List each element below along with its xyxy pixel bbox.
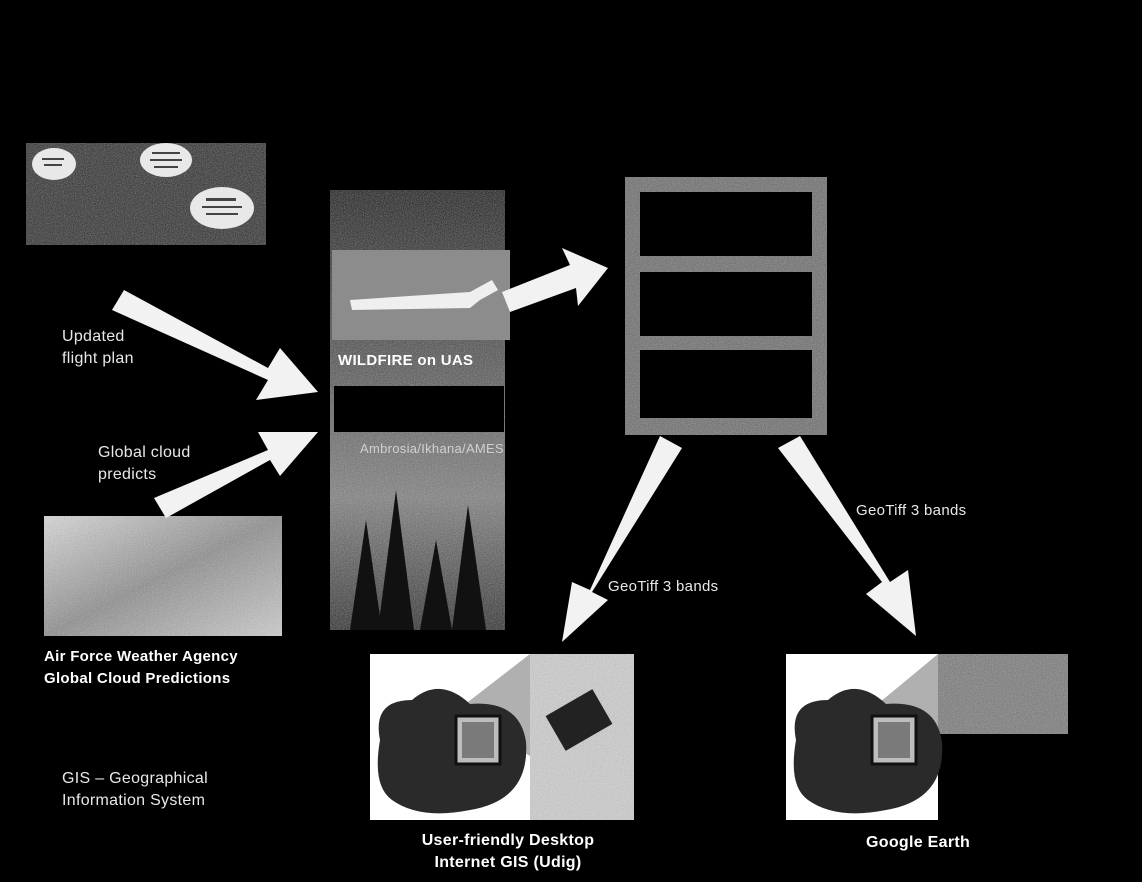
desktop-gis-label: User-friendly Desktop Internet GIS (Udig… xyxy=(421,832,595,871)
google-earth-label: Google Earth xyxy=(866,834,971,851)
gis-definition-label: GIS – Geographical Information System xyxy=(62,770,208,809)
geotiff-left-label: GeoTiff 3 bands xyxy=(608,578,719,595)
arrow-to-desktop-gis xyxy=(562,436,682,642)
server-slot xyxy=(640,192,812,256)
wildfire-photo xyxy=(330,190,510,630)
arrow-to-server xyxy=(502,248,608,312)
desktop-gis-panel xyxy=(370,654,634,820)
global-cloud-predicts-label: Global cloud predicts xyxy=(98,444,191,483)
cloud-prediction-image xyxy=(44,516,282,636)
tree-silhouettes xyxy=(350,490,486,630)
wildfire-label: WILDFIRE on UAS xyxy=(338,352,474,369)
afwa-label: Air Force Weather Agency Global Cloud Pr… xyxy=(44,648,238,687)
server-slot xyxy=(640,350,812,418)
geotiff-right-label: GeoTiff 3 bands xyxy=(856,502,967,519)
arrow-cloud-predicts xyxy=(154,432,318,518)
server-rack xyxy=(625,177,827,435)
map-sample xyxy=(545,689,613,751)
ambrosia-caption: Ambrosia/Ikhana/AMES xyxy=(360,441,505,456)
flow-arrows xyxy=(112,248,916,642)
google-earth-panel xyxy=(786,654,1068,820)
arrow-flight-plan xyxy=(112,290,318,400)
arrow-to-google-earth xyxy=(778,436,916,636)
flight-plan-map xyxy=(26,143,266,245)
uas-aircraft-icon xyxy=(350,280,498,310)
updated-flight-plan-label: Updated flight plan xyxy=(62,328,134,367)
server-slot xyxy=(640,272,812,336)
